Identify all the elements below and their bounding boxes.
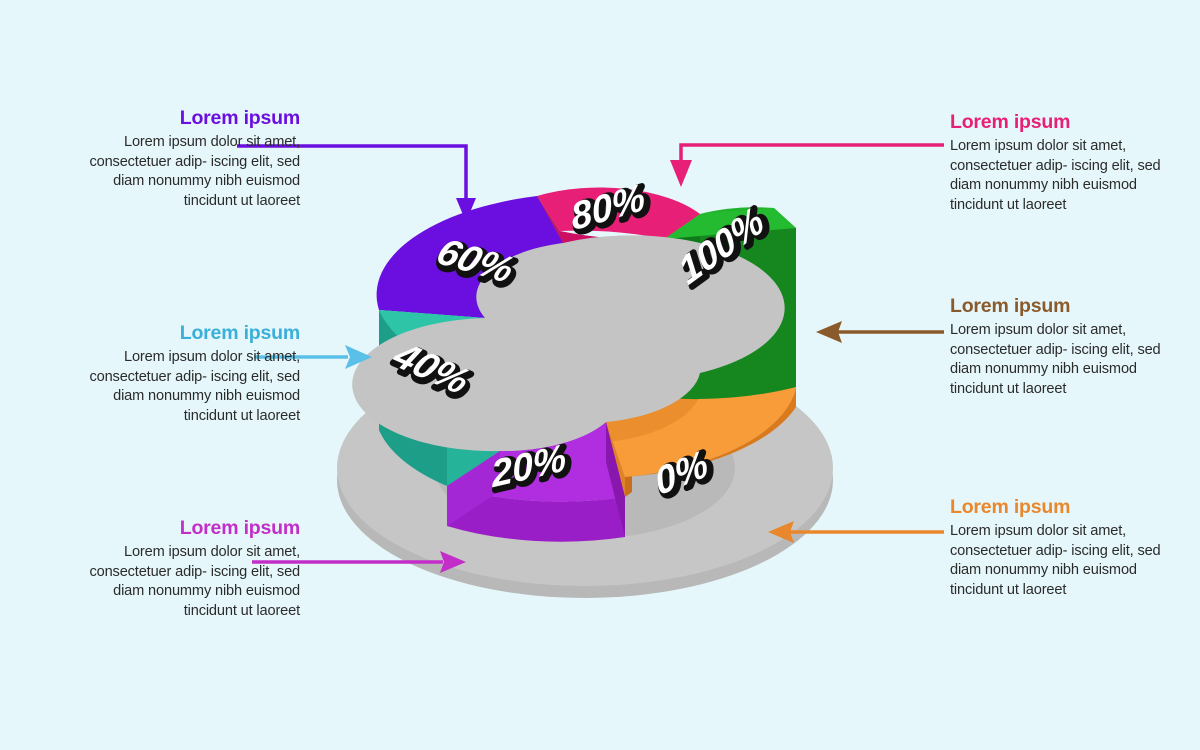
arrowhead-pink: [670, 160, 692, 187]
callout-body: Lorem ipsum dolor sit amet, consectetuer…: [89, 134, 300, 209]
callout-title: Lorem ipsum: [950, 111, 1071, 133]
callout-title: Lorem ipsum: [179, 107, 300, 129]
callout-top-left: Lorem ipsum Lorem ipsum dolor sit amet, …: [70, 107, 300, 211]
connector-purple: [237, 144, 468, 200]
callout-middle-right: Lorem ipsum Lorem ipsum dolor sit amet, …: [950, 295, 1180, 399]
callout-bottom-right: Lorem ipsum Lorem ipsum dolor sit amet, …: [950, 496, 1180, 600]
callout-title: Lorem ipsum: [179, 322, 300, 344]
segment-20-percent: [447, 422, 625, 542]
arrowhead-magenta: [440, 551, 466, 573]
callout-body: Lorem ipsum dolor sit amet, consectetuer…: [89, 544, 300, 619]
callout-body: Lorem ipsum dolor sit amet, consectetuer…: [89, 349, 300, 424]
connector-arrows: [237, 143, 944, 573]
callout-title: Lorem ipsum: [179, 517, 300, 539]
arrowhead-purple: [456, 198, 476, 222]
callout-bottom-left: Lorem ipsum Lorem ipsum dolor sit amet, …: [70, 517, 300, 621]
callout-body: Lorem ipsum dolor sit amet, consectetuer…: [950, 523, 1161, 598]
arrowhead-orange: [768, 521, 794, 543]
callout-title: Lorem ipsum: [950, 295, 1071, 317]
arrowhead-cyan: [345, 345, 372, 369]
connector-pink: [679, 143, 944, 160]
callout-top-right: Lorem ipsum Lorem ipsum dolor sit amet, …: [950, 111, 1180, 215]
callout-middle-left: Lorem ipsum Lorem ipsum dolor sit amet, …: [70, 322, 300, 426]
arrowhead-brown: [816, 321, 842, 343]
donut-hole: [352, 235, 785, 452]
callout-title: Lorem ipsum: [950, 496, 1071, 518]
callout-body: Lorem ipsum dolor sit amet, consectetuer…: [950, 138, 1161, 213]
callout-body: Lorem ipsum dolor sit amet, consectetuer…: [950, 322, 1161, 397]
